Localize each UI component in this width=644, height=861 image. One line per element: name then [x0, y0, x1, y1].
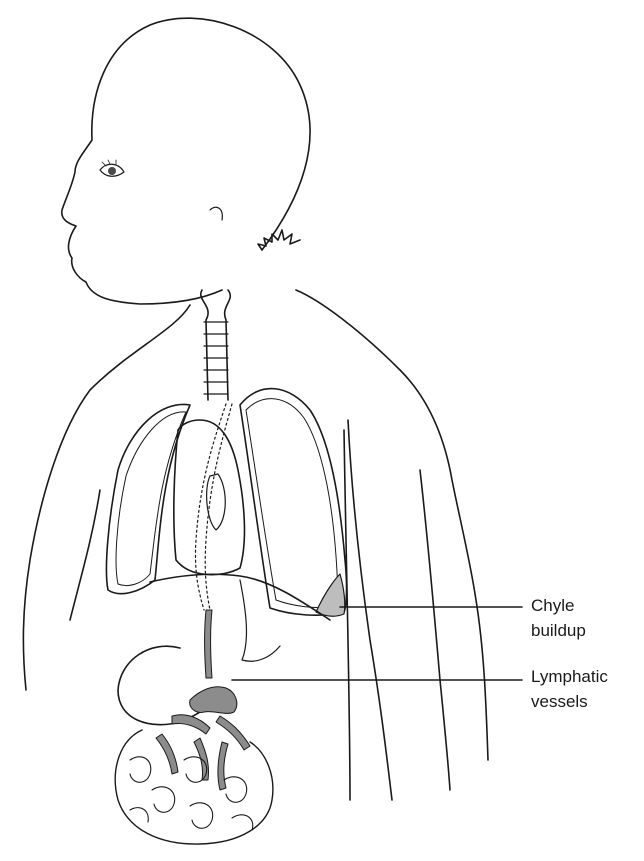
- torso-right-side: [344, 430, 350, 800]
- torso-left-side: [70, 490, 100, 620]
- heart: [174, 420, 245, 575]
- eye-icon: [100, 160, 124, 176]
- chyle-buildup-area: [316, 574, 345, 616]
- intestine-loops: [130, 757, 253, 830]
- left-shoulder-arm: [23, 305, 190, 690]
- right-arm-inner: [348, 420, 392, 800]
- thoracic-duct-dotted-2: [205, 404, 232, 610]
- lymphatic-vessels: [156, 610, 250, 790]
- right-lung: [240, 389, 347, 616]
- ear: [210, 207, 222, 220]
- thoracic-duct-dotted: [195, 404, 226, 610]
- liver: [240, 580, 280, 661]
- right-arm-outer: [420, 470, 450, 790]
- right-shoulder: [296, 290, 488, 760]
- head-outline: [62, 18, 310, 304]
- right-lung-inner: [246, 399, 338, 608]
- trachea: [201, 290, 231, 400]
- lymphatic-vessels-label: Lymphatic vessels: [531, 664, 608, 714]
- chyle-buildup-label: Chyle buildup: [531, 593, 586, 643]
